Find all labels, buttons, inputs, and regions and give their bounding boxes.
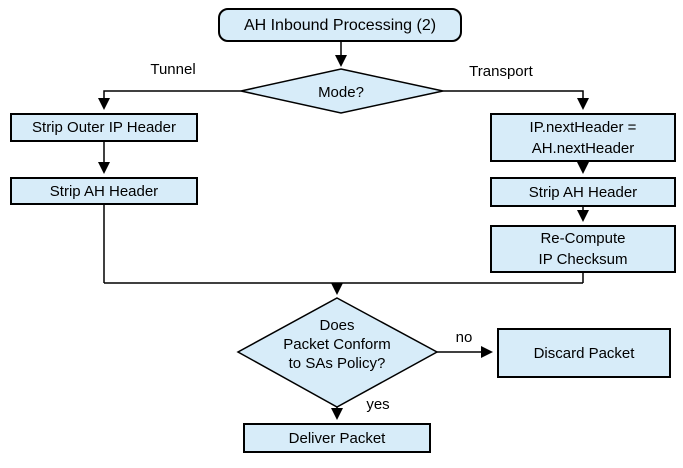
node-label-line-2: AH.nextHeader [531, 139, 635, 157]
node-label: Mode? [318, 84, 364, 101]
node-recompute-ip-checksum: Re-Compute IP Checksum [490, 225, 676, 273]
node-label: Strip AH Header [528, 183, 638, 201]
mode-decision-label: Mode? [291, 83, 391, 102]
node-label: Deliver Packet [288, 429, 386, 447]
node-strip-ah-header-tunnel: Strip AH Header [10, 177, 198, 205]
node-label: Discard Packet [533, 344, 635, 362]
node-deliver-packet: Deliver Packet [243, 423, 431, 453]
edge-mode-to-ip-next-header [443, 90, 589, 110]
edge-label-transport: Transport [469, 63, 533, 80]
edge-label-tunnel: Tunnel [150, 61, 196, 78]
node-start-ah-inbound-processing: AH Inbound Processing (2) [218, 8, 462, 42]
node-strip-ah-header-transport: Strip AH Header [490, 177, 676, 207]
edge-label-yes: yes [366, 396, 390, 413]
node-label-line-2: IP Checksum [538, 251, 628, 268]
node-label: AH Inbound Processing (2) [243, 16, 437, 34]
node-ip-next-header-assignment: IP.nextHeader = AH.nextHeader [490, 113, 676, 162]
node-label: Strip AH Header [49, 182, 159, 200]
edge-label-no: no [455, 329, 473, 346]
node-label-line-1: IP.nextHeader = [529, 118, 637, 136]
node-strip-outer-ip-header: Strip Outer IP Header [10, 113, 198, 142]
node-label: Strip Outer IP Header [32, 119, 176, 136]
node-discard-packet: Discard Packet [497, 328, 671, 378]
policy-decision-label: Does Packet Conform to SAs Policy? [252, 316, 422, 373]
node-label-line-2: Packet Conform [283, 336, 391, 353]
node-label-line-3: to SAs Policy? [288, 355, 386, 372]
edge-mode-to-strip-outer-ip [98, 90, 241, 110]
mode-decision-diamond [240, 68, 444, 114]
node-label-line-1: Re-Compute [540, 230, 626, 247]
policy-decision-diamond [236, 297, 439, 408]
node-label-line-1: Does [319, 317, 355, 334]
